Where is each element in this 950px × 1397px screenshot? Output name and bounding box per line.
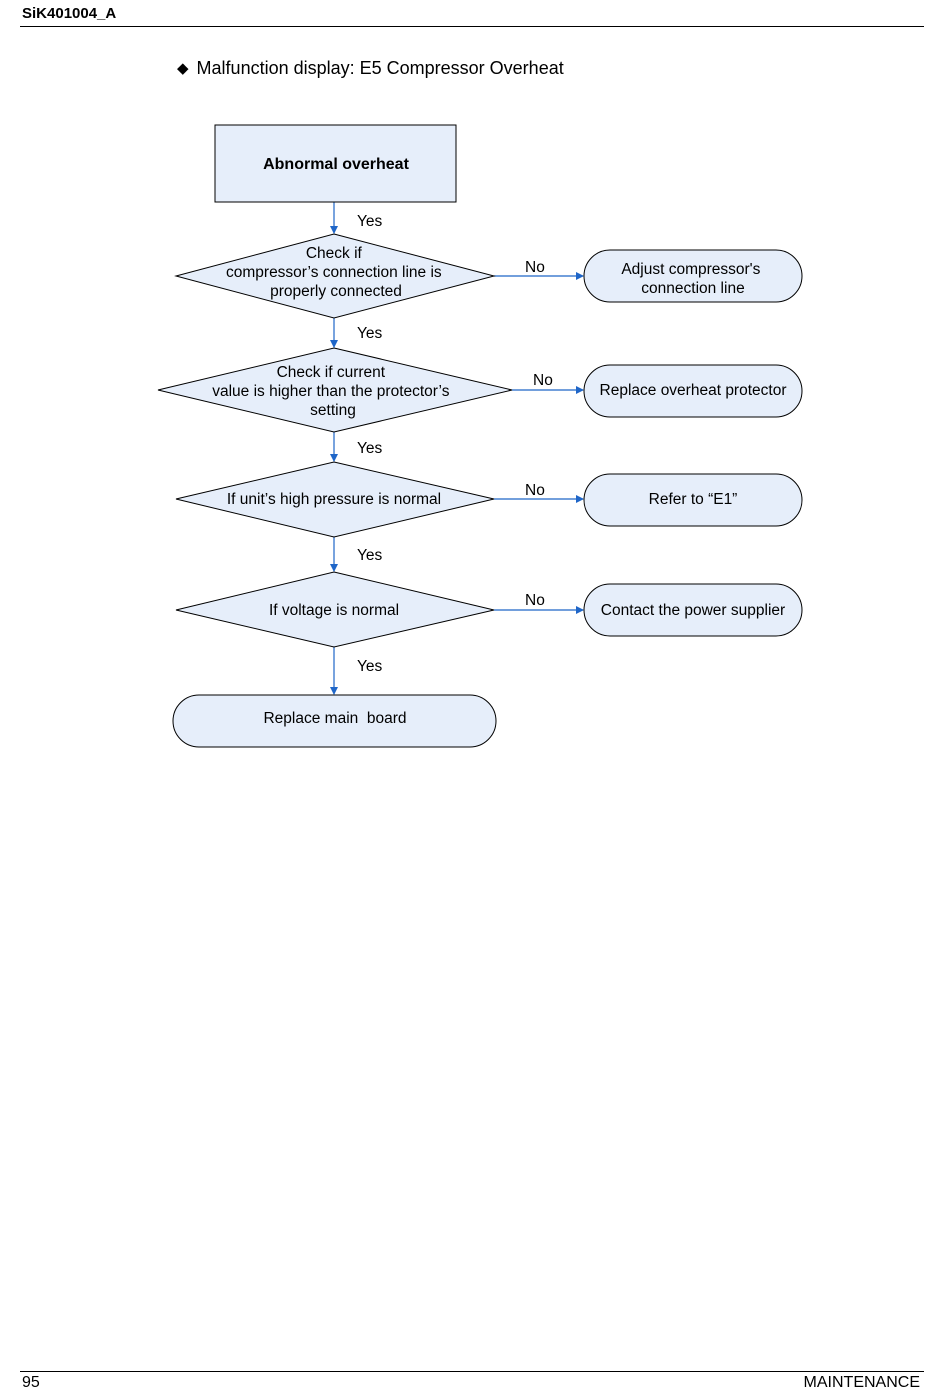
action-box-2 — [583, 364, 803, 418]
start-box — [214, 124, 457, 203]
footer-rule — [20, 1371, 924, 1372]
start-label: Abnormal overheat — [263, 156, 409, 173]
no-label-4: No — [525, 592, 545, 609]
decision-3-line-1: If unit’s high pressure is normal — [227, 491, 441, 508]
end-label: Replace main board — [263, 710, 406, 727]
no-label-3: No — [525, 482, 545, 499]
decision-4-line-1: If voltage is normal — [269, 602, 399, 619]
action-1-text: Adjust compressor's connection line — [621, 261, 764, 297]
section-title: Malfunction display: E5 Compressor Overh… — [196, 58, 564, 78]
no-label-2: No — [533, 372, 553, 389]
action-2-text: Replace overheat protector — [600, 382, 787, 399]
decision-2-line-3: setting — [310, 402, 356, 419]
no-label-1: No — [525, 259, 545, 276]
diamond-bullet-icon: ◆ — [177, 60, 189, 77]
action-2-line-1: Replace overheat protector — [600, 382, 787, 399]
chapter-label: MAINTENANCE — [803, 1374, 920, 1391]
decision-2-line-2: value is higher than the protector’s — [212, 383, 449, 400]
decision-1-text: Check if compressor’s connection line is… — [226, 245, 446, 300]
flowchart: Abnormal overheat Check if compressor’s … — [157, 124, 803, 748]
yes-label-5: Yes — [357, 658, 383, 675]
action-1-line-1: Adjust compressor's — [621, 261, 760, 278]
decision-3-text: If unit’s high pressure is normal — [227, 491, 441, 508]
action-box-4 — [583, 583, 803, 637]
action-box-3 — [583, 473, 803, 527]
decision-diamond-3 — [175, 461, 495, 538]
yes-label-1: Yes — [357, 213, 383, 230]
decision-1-line-1: Check if — [306, 245, 363, 262]
action-4-line-1: Contact the power supplier — [601, 602, 785, 619]
yes-label-2: Yes — [357, 325, 383, 342]
decision-diamond-4 — [175, 571, 495, 648]
decision-1-line-2: compressor’s connection line is — [226, 264, 442, 281]
page-number: 95 — [22, 1374, 40, 1391]
decision-diamond-1 — [174, 233, 496, 319]
decision-4-text: If voltage is normal — [269, 602, 399, 619]
decision-diamond-2 — [157, 347, 513, 433]
decision-2-text: Check if current value is higher than th… — [212, 364, 454, 419]
action-3-text: Refer to “E1” — [649, 491, 738, 508]
action-3-line-1: Refer to “E1” — [649, 491, 738, 508]
action-1-line-2: connection line — [641, 280, 744, 297]
header-rule — [20, 26, 924, 27]
decision-2-line-1: Check if current — [277, 364, 386, 381]
action-4-text: Contact the power supplier — [601, 602, 785, 619]
section-heading: ◆ Malfunction display: E5 Compressor Over… — [177, 58, 564, 79]
action-box-1 — [583, 249, 803, 303]
end-box — [172, 694, 497, 748]
document-code: SiK401004_A — [22, 5, 117, 22]
decision-1-line-3: properly connected — [270, 283, 402, 300]
yes-label-4: Yes — [357, 547, 383, 564]
yes-label-3: Yes — [357, 440, 383, 457]
